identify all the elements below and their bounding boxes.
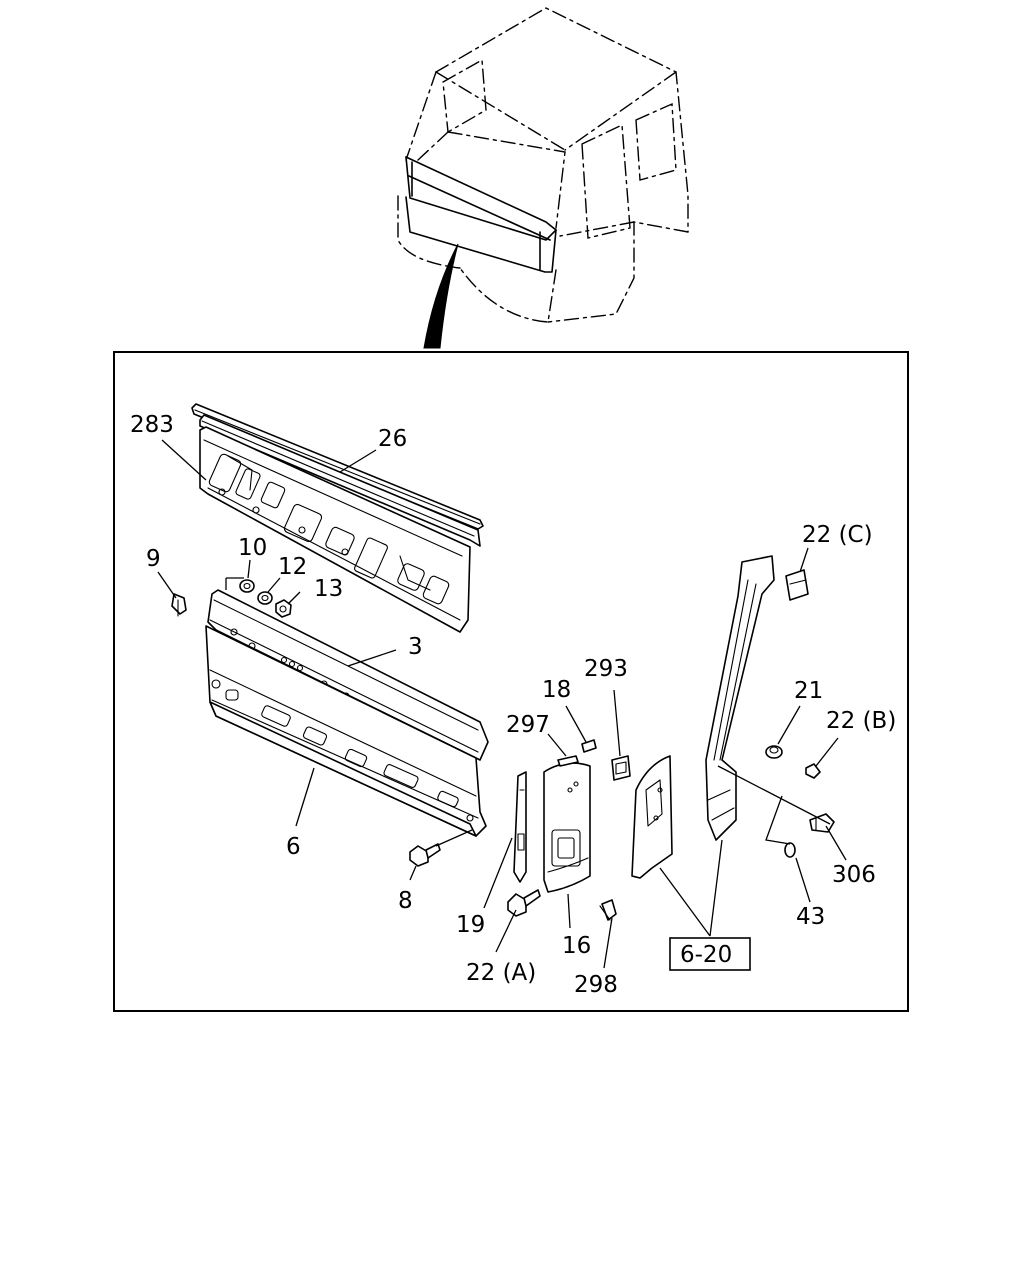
label-293: 293: [584, 656, 628, 682]
label-13: 13: [314, 576, 343, 602]
pointer-arrow: [423, 243, 459, 349]
label-283: 283: [130, 412, 174, 438]
label-19: 19: [456, 912, 485, 938]
part-13-nut: [275, 599, 292, 618]
part-22a-bolt: [507, 889, 541, 917]
label-43: 43: [796, 904, 825, 930]
label-9: 9: [146, 546, 161, 572]
label-21: 21: [794, 678, 823, 704]
part-9-clip: [171, 593, 187, 617]
part-297-clip: [557, 755, 579, 767]
label-8: 8: [398, 888, 413, 914]
part-283-inner-panel: [199, 426, 471, 633]
part-18-clip: [581, 739, 597, 753]
label-26: 26: [378, 426, 407, 452]
label-22c: 22 (C): [802, 522, 873, 548]
part-298-fastener: [599, 899, 617, 921]
part-16-cover: [543, 762, 591, 893]
label-10: 10: [238, 535, 267, 561]
label-18: 18: [542, 677, 571, 703]
part-293-clip: [611, 755, 631, 781]
part-22b-screw: [805, 763, 821, 779]
part-12-washer: [257, 591, 273, 605]
part-22c-clip: [785, 569, 809, 601]
label-22a: 22 (A): [466, 960, 536, 986]
label-6-20-box: [669, 937, 751, 971]
part-43-ring: [784, 842, 796, 858]
label-22b: 22 (B): [826, 708, 896, 734]
label-12: 12: [278, 554, 307, 580]
pillar-assembly-6-20: [631, 555, 775, 879]
label-297: 297: [506, 712, 550, 738]
part-19-bracket: [513, 771, 527, 883]
label-306: 306: [832, 862, 876, 888]
label-6-20: 6-20: [680, 942, 732, 968]
label-3: 3: [408, 634, 423, 660]
part-10-washer: [239, 579, 255, 593]
part-6-lower-panel: [205, 625, 487, 837]
cab-overview: [397, 7, 689, 349]
label-298: 298: [574, 972, 618, 998]
label-16: 16: [562, 933, 591, 959]
leader-lines: [157, 439, 847, 969]
detail-frame: [113, 351, 909, 1012]
label-6: 6: [286, 834, 301, 860]
part-26-upper-rail: [191, 403, 484, 547]
part-3-front-panel: [207, 589, 489, 761]
part-labels: 283 26 9 10 12 13 3 6 8 19 22 (A) 16 298…: [130, 412, 896, 998]
part-8-bolt: [409, 829, 473, 867]
part-21-grommet: [765, 745, 783, 759]
part-306-bolt: [809, 813, 835, 833]
